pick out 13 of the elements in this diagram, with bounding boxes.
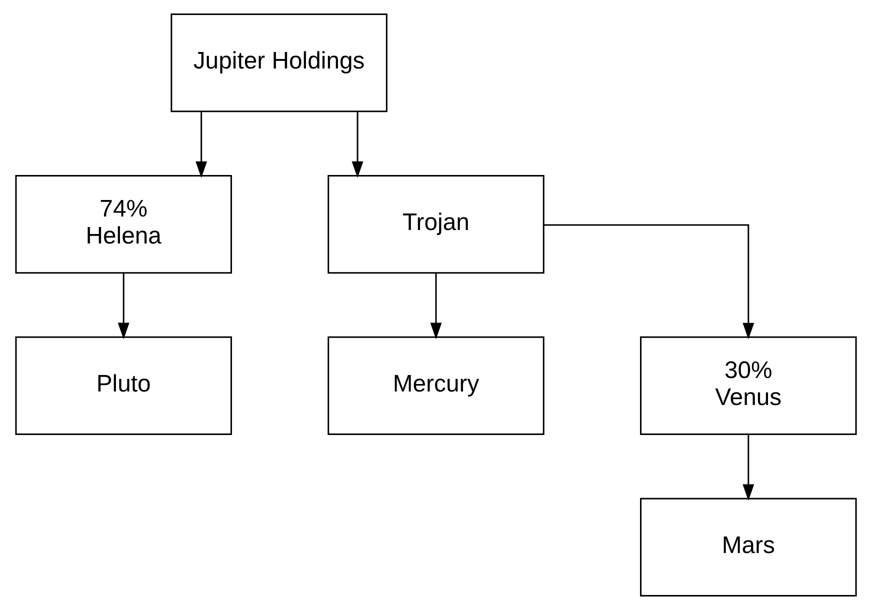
node-box: 74% Helena [14,174,232,274]
arrow [742,434,754,501]
node-box: Pluto [14,336,232,436]
arrow [351,112,363,178]
node-box: 30% Venus [640,336,856,436]
node-box: Mercury [327,336,544,436]
node-box: Trojan [327,174,544,274]
arrow [195,112,207,178]
arrow [430,273,442,340]
arrow [543,224,754,340]
node-box: Jupiter Holdings [170,14,387,112]
node-box: Mars [640,498,856,596]
arrow [117,273,129,340]
